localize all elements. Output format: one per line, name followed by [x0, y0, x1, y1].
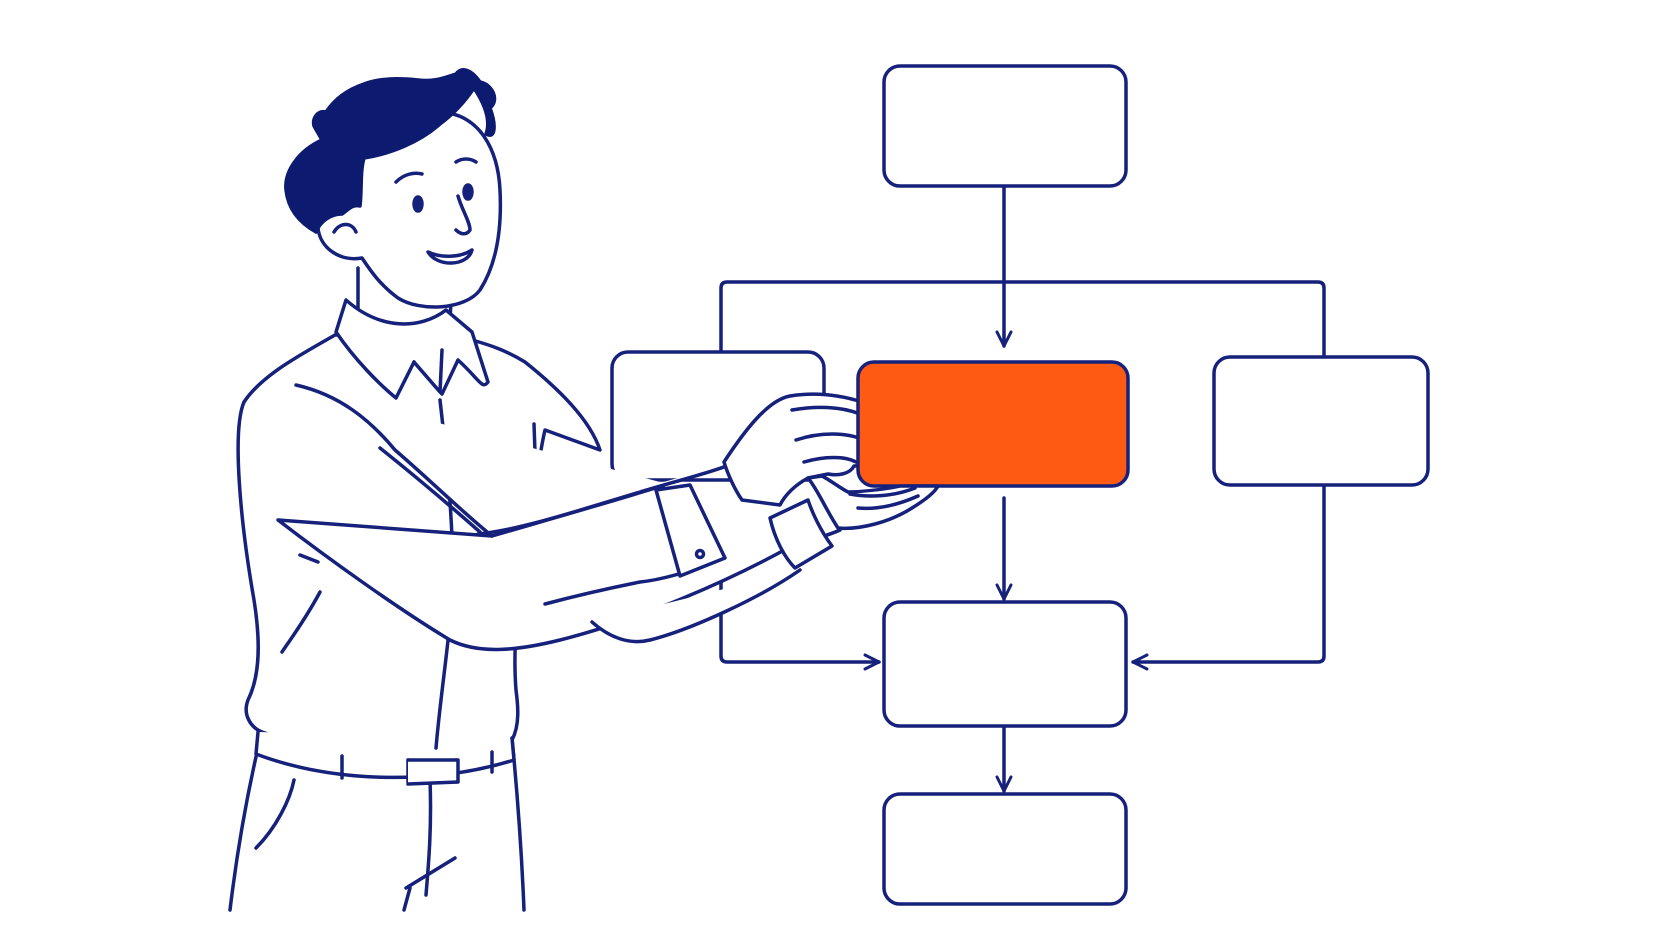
belt-buckle	[406, 758, 460, 786]
ear-icon	[332, 222, 358, 234]
belt	[254, 730, 516, 780]
connector-right-to-lower	[1131, 483, 1326, 671]
trouser-pocket	[254, 778, 296, 850]
box-right	[1212, 355, 1430, 487]
collar	[334, 298, 490, 400]
arm-left-outline	[378, 446, 482, 534]
connectors	[719, 184, 1326, 793]
trouser-crease	[402, 856, 457, 912]
person	[228, 330, 874, 912]
connector-branch-bar	[719, 280, 1326, 359]
box-bottom	[882, 792, 1128, 906]
cuff-button-icon	[694, 548, 706, 560]
box-top	[882, 64, 1128, 188]
sleeve-cuff-right	[654, 483, 727, 578]
eye-right	[462, 183, 474, 201]
hair	[284, 68, 497, 234]
eye-left	[412, 195, 424, 213]
collar-inner	[412, 348, 444, 394]
mouth	[426, 248, 474, 265]
finger-lines-lower	[848, 486, 920, 511]
box-lower	[882, 600, 1128, 728]
arm-right-top	[476, 458, 744, 536]
person-foreground	[284, 68, 940, 531]
eyebrow-left	[394, 171, 424, 184]
box-center-middle	[856, 360, 1130, 488]
nose	[454, 194, 472, 236]
connector-left-to-lower	[719, 553, 881, 671]
arm-left-sleeve-fold	[590, 568, 802, 644]
shirt-fold-1	[280, 553, 322, 654]
eyebrow-right	[454, 157, 478, 164]
sleeve-cuff-left	[768, 498, 834, 570]
